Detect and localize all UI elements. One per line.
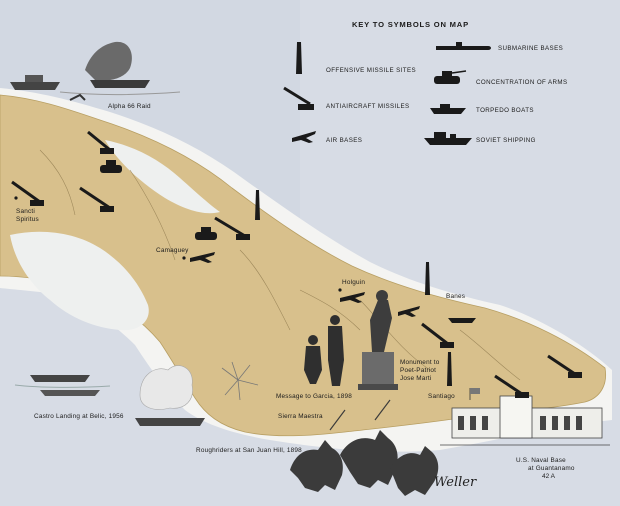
artist-signature: Weller xyxy=(434,475,477,490)
key-title: KEY TO SYMBOLS ON MAP xyxy=(352,20,469,29)
air-base-icons xyxy=(190,252,420,317)
key-airbase-icon xyxy=(292,131,316,143)
key-offensive-missile-label: OFFENSIVE MISSILE SITES xyxy=(326,67,416,74)
label-banes: Banes xyxy=(446,293,465,300)
guantanamo-base xyxy=(440,388,610,446)
label-castro-landing: Castro Landing at Belic, 1956 xyxy=(34,413,124,420)
label-message-to-garcia: Message to Garcia, 1898 xyxy=(276,393,352,400)
key-torpedo-boat-icon xyxy=(430,104,466,114)
launcher-bases xyxy=(30,148,582,398)
key-soviet-shipping-icon xyxy=(424,132,472,145)
label-camaguey: Camaguey xyxy=(156,247,189,254)
label-monument-line3: Jose Marti xyxy=(400,375,431,382)
key-torpedo-label: TORPEDO BOATS xyxy=(476,107,534,114)
label-sierra-maestra: Sierra Maestra xyxy=(278,413,323,420)
key-offensive-missile-icon xyxy=(296,42,302,74)
key-soviet-shipping-label: SOVIET SHIPPING xyxy=(476,137,536,144)
rivers xyxy=(39,149,521,381)
tank-icons xyxy=(100,160,217,240)
label-naval-base-line1: U.S. Naval Base xyxy=(516,457,566,464)
label-roughriders: Roughriders at San Juan Hill, 1898 xyxy=(196,447,302,454)
castro-landing-scene xyxy=(14,365,205,426)
offensive-missile-icons xyxy=(255,190,452,386)
key-airbase-label: AIR BASES xyxy=(326,137,362,144)
key-tank-icon xyxy=(434,70,467,84)
key-antiaircraft-icon xyxy=(283,86,311,106)
key-antiaircraft-base xyxy=(298,104,314,110)
antiaircraft-icons xyxy=(11,130,576,396)
roughriders-scene xyxy=(290,399,439,496)
town-dots xyxy=(14,196,342,292)
label-monument-line1: Monument to xyxy=(400,359,440,366)
label-naval-base-line2: at Guantanamo xyxy=(528,465,575,472)
key-concentration-label: CONCENTRATION OF ARMS xyxy=(476,79,567,86)
key-submarine-icon xyxy=(436,42,491,50)
alpha-66-raid-scene xyxy=(10,41,181,101)
label-santiago: Santiago xyxy=(428,393,455,400)
marti-monument xyxy=(358,290,398,390)
key-antiaircraft-label: ANTIAIRCRAFT MISSILES xyxy=(326,103,410,110)
label-spiritus: Spiritus xyxy=(16,216,39,223)
explosion-burst xyxy=(221,361,259,401)
label-sancti: Sancti xyxy=(16,208,35,215)
north-white-strip xyxy=(105,140,220,214)
key-submarine-label: SUBMARINE BASES xyxy=(498,45,563,52)
label-monument-line2: Poet-Patriot xyxy=(400,367,436,374)
page-number: 42 A xyxy=(542,473,556,480)
label-holguin: Holguin xyxy=(342,279,365,286)
central-white-area xyxy=(10,231,149,331)
garcia-figures xyxy=(304,315,344,386)
label-alpha-66-raid: Alpha 66 Raid xyxy=(108,103,151,110)
torpedo-boat-icons xyxy=(448,318,476,323)
